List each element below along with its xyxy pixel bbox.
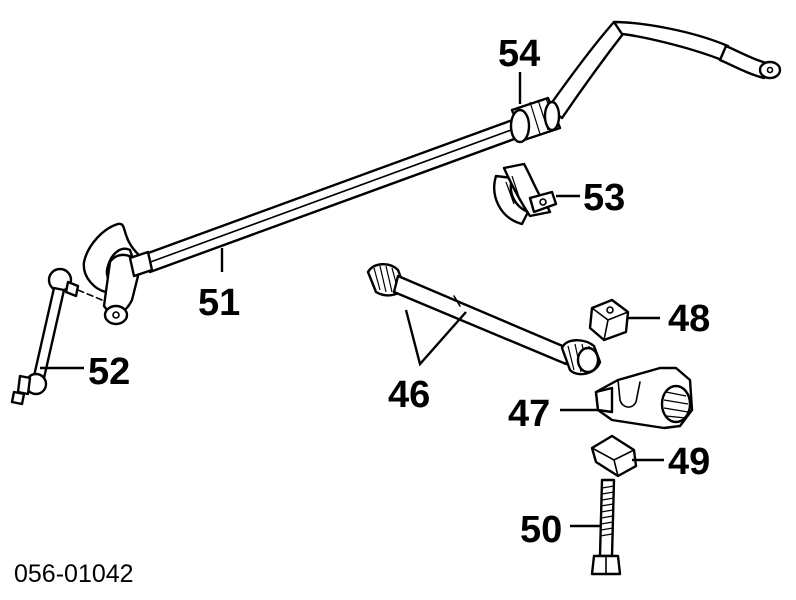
torsion-bar [366, 263, 602, 376]
adjuster-bolt [590, 478, 622, 576]
drawing-code: 056-01042 [14, 560, 134, 588]
callout-54: 54 [498, 33, 540, 75]
bar-bushing [509, 96, 562, 144]
callout-53: 53 [583, 177, 625, 219]
stabilizer-bar [82, 20, 782, 326]
anchor-arm [594, 366, 694, 430]
callout-49: 49 [668, 441, 710, 483]
adjuster-block [590, 434, 638, 478]
bushing-bracket [493, 162, 558, 226]
callout-46: 46 [388, 374, 430, 416]
callout-47: 47 [508, 393, 550, 435]
end-link [10, 267, 103, 406]
callout-50: 50 [520, 509, 562, 551]
leader-lines [40, 72, 664, 528]
callout-52: 52 [88, 351, 130, 393]
callout-51: 51 [198, 282, 240, 324]
adjuster-nut [588, 298, 630, 342]
callout-48: 48 [668, 298, 710, 340]
